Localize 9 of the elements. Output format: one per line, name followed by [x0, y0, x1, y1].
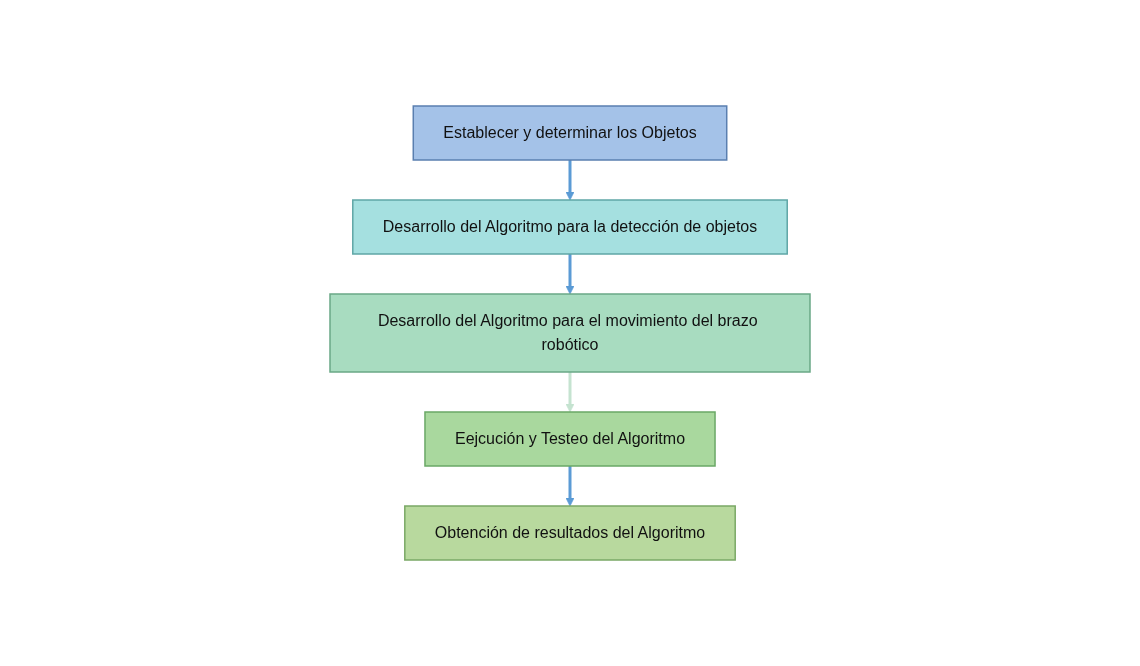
node-box: Establecer y determinar los Objetos [412, 105, 728, 161]
node-box: Obtención de resultados del Algoritmo [404, 505, 736, 561]
arrow [565, 254, 575, 295]
arrow [565, 372, 575, 413]
arrow [565, 160, 575, 201]
arrow [565, 466, 575, 507]
node-box: Desarrollo del Algoritmo para el movimiento del brazo robótico [329, 293, 811, 373]
node-box: Desarrollo del Algoritmo para la detección de objetos [352, 199, 788, 255]
node-box: Eejcución y Testeo del Algoritmo [424, 411, 716, 467]
